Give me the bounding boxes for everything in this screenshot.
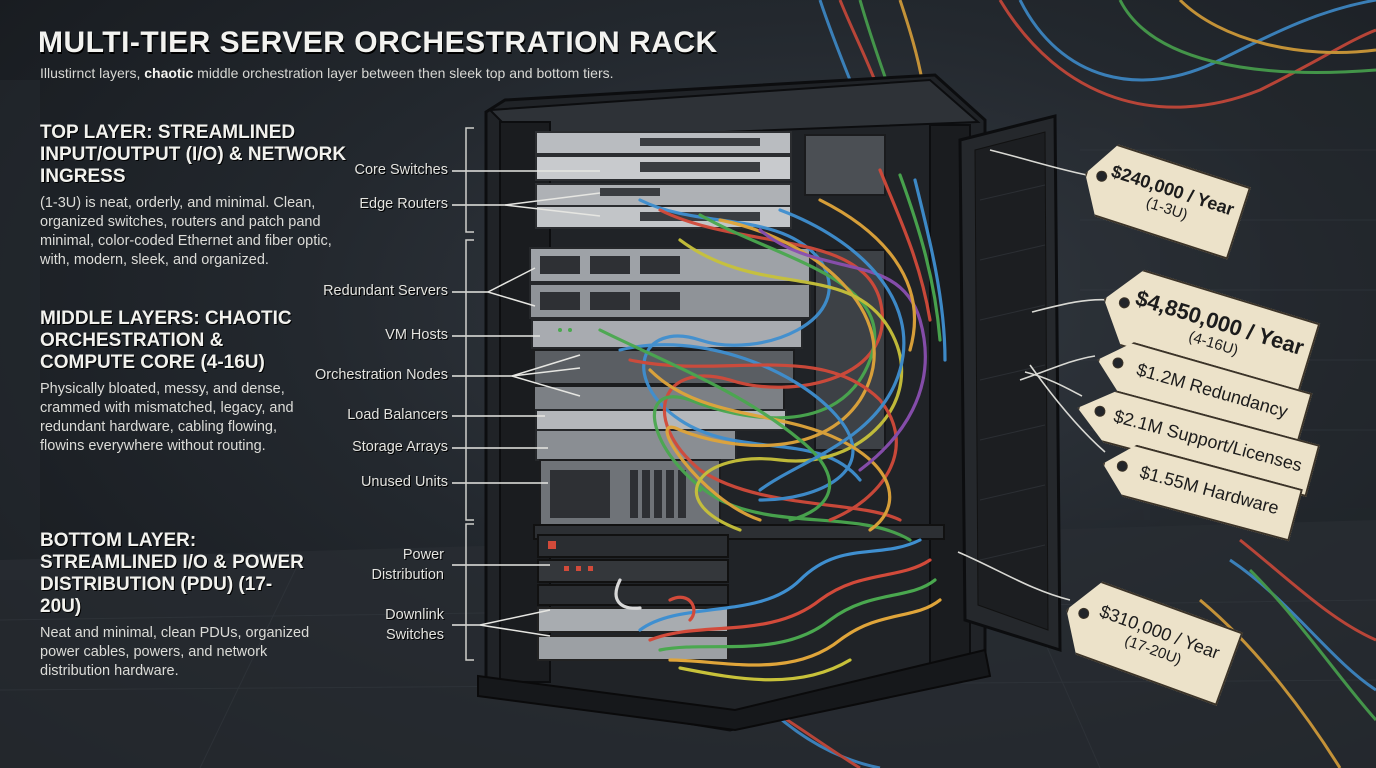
section-top-heading: TOP LAYER: STREAMLINED INPUT/OUTPUT (I/O… [40, 122, 347, 187]
section-bottom-text: Neat and minimal, clean PDUs, organized … [40, 625, 310, 679]
section-middle-text: Physically bloated, messy, and dense, cr… [40, 381, 294, 454]
section-middle: MIDDLE LAYERS: CHAOTIC ORCHESTRATION & C… [40, 308, 320, 456]
section-bottom-heading: BOTTOM LAYER: STREAMLINED I/O & POWER DI… [40, 530, 304, 617]
label-downlink-switches-line2: Switches [385, 627, 444, 643]
label-load-balancers: Load Balancers [347, 407, 448, 423]
label-downlink-switches-line1: Downlink [385, 607, 444, 623]
label-power-distribution: Power Distribution [371, 545, 444, 585]
label-power-distribution-line2: Distribution [371, 567, 444, 583]
subtitle-emphasis: chaotic [144, 65, 194, 81]
section-bottom: BOTTOM LAYER: STREAMLINED I/O & POWER DI… [40, 530, 310, 681]
section-middle-heading: MIDDLE LAYERS: CHAOTIC ORCHESTRATION & C… [40, 308, 292, 373]
label-redundant-servers: Redundant Servers [323, 283, 448, 299]
label-orchestration-nodes: Orchestration Nodes [315, 367, 448, 383]
section-top-text: (1-3U) is neat, orderly, and minimal. Cl… [40, 195, 332, 268]
label-power-distribution-line1: Power [402, 547, 444, 563]
label-downlink-switches: Downlink Switches [385, 605, 444, 645]
page-subtitle: Illustirnct layers, chaotic middle orche… [40, 65, 614, 81]
label-unused-units: Unused Units [360, 474, 448, 490]
label-core-switches: Core Switches [354, 162, 448, 178]
page-title: MULTI-TIER SERVER ORCHESTRATION RACK [38, 26, 718, 59]
subtitle-prefix: Illustirnct layers, [40, 65, 141, 81]
section-top: TOP LAYER: STREAMLINED INPUT/OUTPUT (I/O… [40, 122, 430, 270]
subtitle-suffix: middle orchestration layer between then … [197, 65, 614, 81]
label-storage-arrays: Storage Arrays [352, 439, 448, 455]
label-vm-hosts: VM Hosts [385, 327, 448, 343]
label-edge-routers: Edge Routers [359, 196, 448, 212]
